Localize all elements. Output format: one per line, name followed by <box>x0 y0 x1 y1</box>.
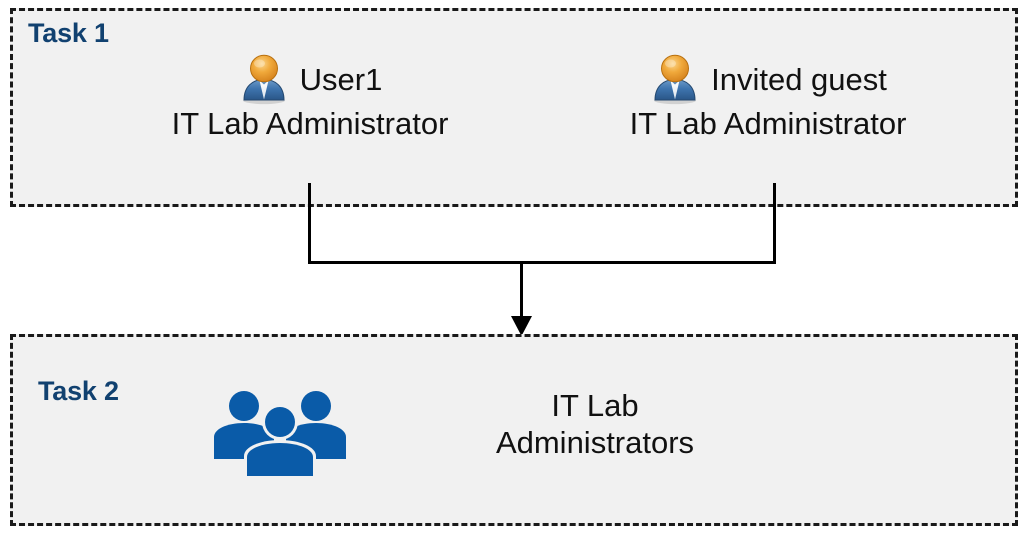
user-avatar-icon <box>649 53 701 105</box>
person-user1: User1 IT Lab Administrator <box>130 52 490 141</box>
group-name-line-1: IT Lab <box>551 388 639 423</box>
person-invited-guest-role: IT Lab Administrator <box>629 106 907 141</box>
group-name-label: IT Lab Administrators <box>420 388 770 461</box>
person-user1-name: User1 <box>299 61 383 97</box>
person-invited-guest-name: Invited guest <box>711 61 887 97</box>
person-user1-header: User1 <box>130 52 490 106</box>
group-name-line-2: Administrators <box>495 424 695 460</box>
task-2-label: Task 2 <box>38 376 119 406</box>
arrow-head-icon <box>511 316 532 336</box>
person-user1-role: IT Lab Administrator <box>171 106 449 141</box>
task-1-container <box>10 8 1018 207</box>
person-invited-guest: Invited guest IT Lab Administrator <box>588 52 948 141</box>
task-1-label: Task 1 <box>28 18 109 48</box>
person-invited-guest-header: Invited guest <box>588 52 948 106</box>
user-avatar-icon <box>238 53 290 105</box>
task-2-container <box>10 334 1018 526</box>
user-group-icon <box>212 387 348 477</box>
